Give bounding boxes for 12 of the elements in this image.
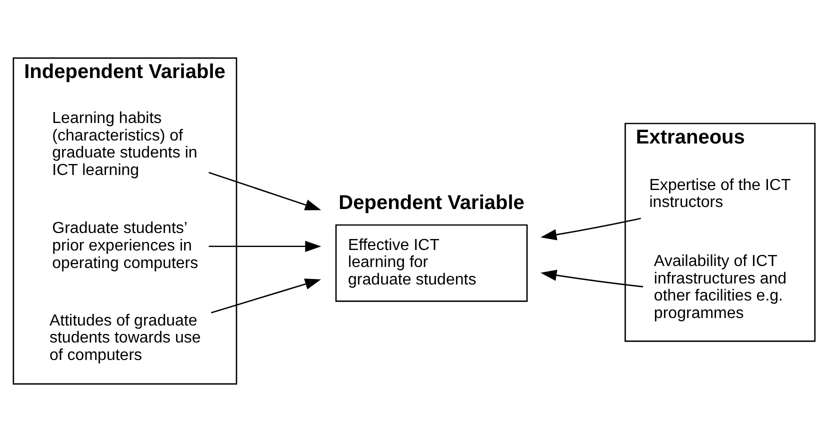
node-box: Effective ICT learning for graduate students: [335, 224, 528, 302]
arrow: [540, 270, 644, 288]
arrow: [208, 172, 322, 210]
node-text: Availability of ICT infrastructures and other facilities e.g. programmes: [654, 252, 787, 322]
node-text: Expertise of the ICT instructors: [649, 176, 791, 212]
node-text: Graduate students’ prior experiences in operating computers: [52, 219, 198, 272]
node-label: Dependent Variable: [338, 192, 524, 214]
node-text: Learning habits (characteristics) of graduate students in ICT learning: [52, 108, 198, 180]
arrow: [210, 278, 322, 314]
arrow: [208, 240, 322, 252]
node-text: Attitudes of graduate students towards use of computers: [49, 311, 201, 364]
arrow: [540, 218, 641, 240]
